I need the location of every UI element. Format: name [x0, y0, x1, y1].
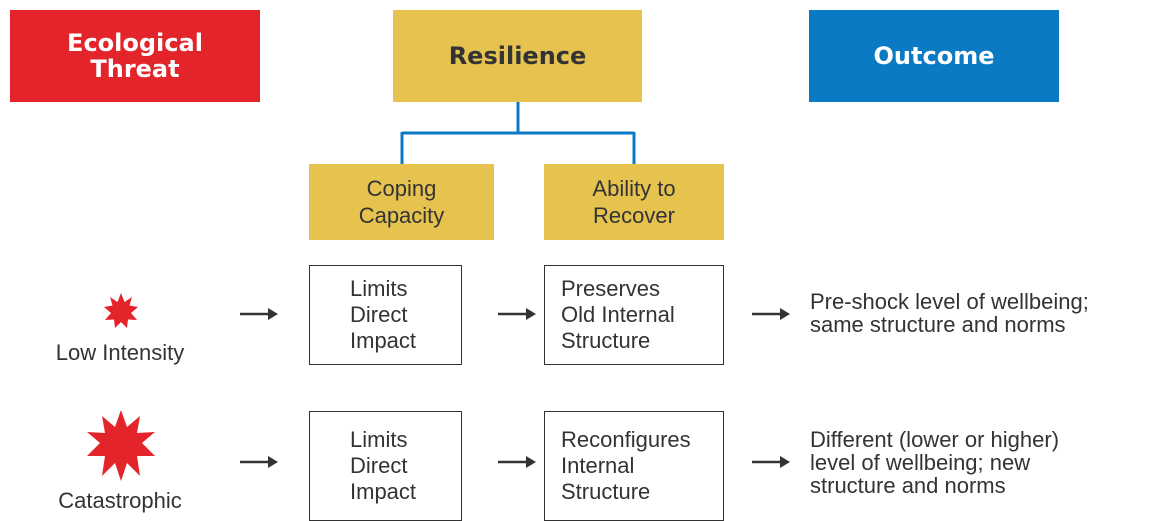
- right-arrow-icon: [240, 456, 278, 468]
- outcome-header: Outcome: [809, 10, 1059, 102]
- coping-capacity-label: Coping Capacity: [358, 176, 445, 228]
- preserves-structure-box: Preserves Old Internal Structure: [544, 265, 724, 365]
- right-arrow-icon: [752, 456, 790, 468]
- low-intensity-label: Low Intensity: [55, 340, 185, 365]
- right-arrow-icon: [498, 308, 536, 320]
- large-burst-icon: [87, 410, 155, 481]
- right-arrow-icon: [752, 308, 790, 320]
- resilience-header: Resilience: [393, 10, 642, 102]
- right-arrow-icon: [498, 456, 536, 468]
- reconfigures-structure-box: Reconfigures Internal Structure: [544, 411, 724, 521]
- right-arrow-icon: [240, 308, 278, 320]
- ecological-threat-header: Ecological Threat: [10, 10, 260, 102]
- ecological-threat-header-label: Ecological Threat: [67, 29, 203, 83]
- coping-capacity-box: Coping Capacity: [309, 164, 494, 240]
- reconfigures-structure-text: Reconfigures Internal Structure: [561, 427, 691, 504]
- ability-to-recover-box: Ability to Recover: [544, 164, 724, 240]
- outcome-header-label: Outcome: [873, 42, 995, 70]
- limits-impact-text-catastrophic: Limits Direct Impact: [350, 427, 417, 504]
- ability-to-recover-label: Ability to Recover: [592, 176, 676, 228]
- outcome-text-catastrophic: Different (lower or higher) level of wel…: [810, 427, 1060, 498]
- limits-impact-text-low: Limits Direct Impact: [350, 276, 417, 353]
- limits-impact-box-low: Limits Direct Impact: [309, 265, 462, 365]
- small-burst-icon: [104, 293, 138, 328]
- limits-impact-box-catastrophic: Limits Direct Impact: [309, 411, 462, 521]
- outcome-text-low: Pre-shock level of wellbeing; same struc…: [810, 289, 1089, 337]
- preserves-structure-text: Preserves Old Internal Structure: [561, 276, 675, 353]
- resilience-header-label: Resilience: [448, 42, 587, 70]
- catastrophic-label: Catastrophic: [58, 488, 182, 513]
